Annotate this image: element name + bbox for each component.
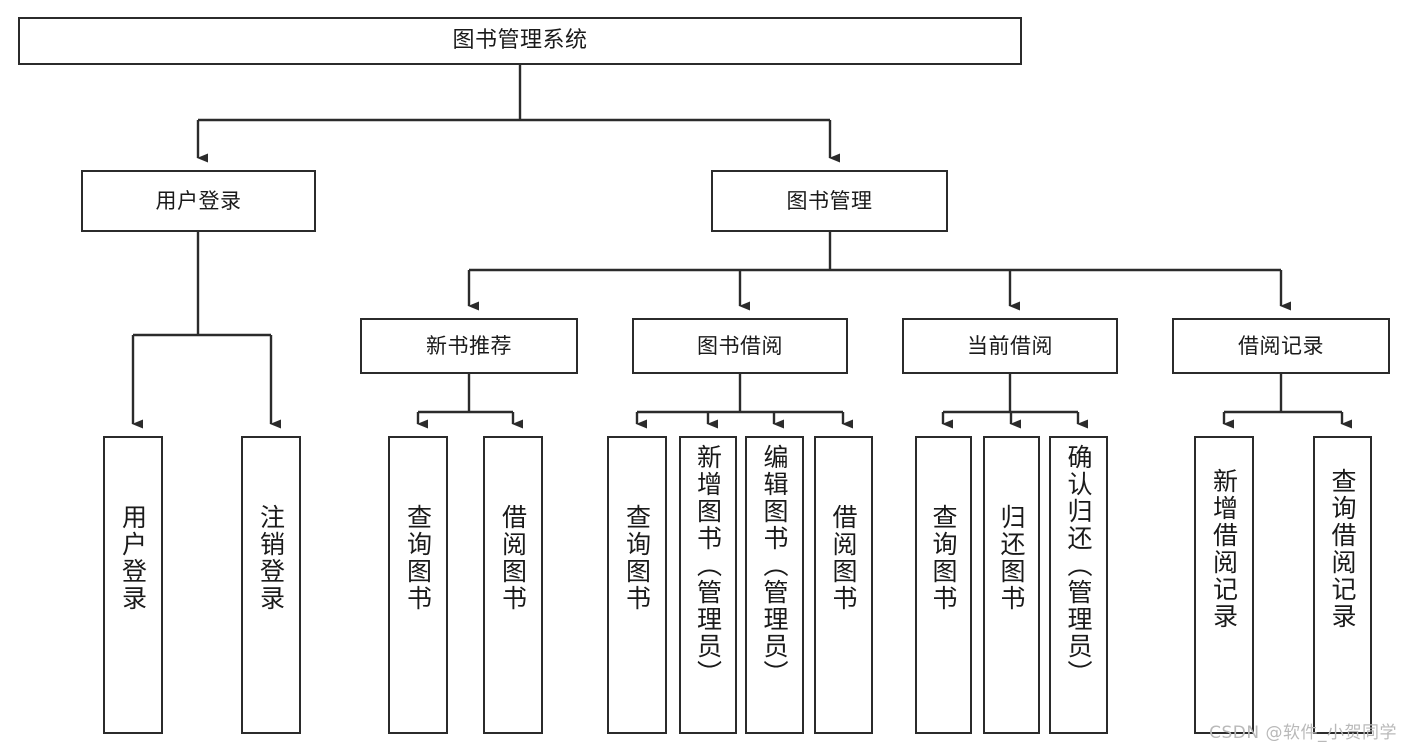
node-borrow-record-label: 借阅记录 <box>1238 333 1324 358</box>
watermark: CSDN @软件_小贺同学 <box>1209 723 1397 743</box>
node-book-management-label: 图书管理 <box>786 188 873 213</box>
node-book-borrow-label: 图书借阅 <box>697 333 783 358</box>
leaf-borrow-record-add[interactable]: 新增借阅记录 <box>1194 436 1254 734</box>
leaf-borrow-record-add-label: 新增借阅记录 <box>1209 468 1239 630</box>
leaf-book-borrow-query-label: 查询图书 <box>622 504 652 612</box>
leaf-current-borrow-confirm-label: 确认归还（管理员） <box>1064 444 1093 687</box>
node-root[interactable]: 图书管理系统 <box>18 17 1022 65</box>
leaf-current-borrow-confirm[interactable]: 确认归还（管理员） <box>1049 436 1108 734</box>
leaf-book-borrow-edit[interactable]: 编辑图书（管理员） <box>745 436 804 734</box>
node-current-borrow-label: 当前借阅 <box>967 333 1053 358</box>
leaf-book-borrow-add[interactable]: 新增图书（管理员） <box>679 436 737 734</box>
node-new-book-recommend[interactable]: 新书推荐 <box>360 318 578 374</box>
leaf-user-login-signin-label: 用户登录 <box>118 504 148 612</box>
leaf-user-login-signout[interactable]: 注销登录 <box>241 436 301 734</box>
leaf-book-borrow-borrow-label: 借阅图书 <box>829 504 858 612</box>
node-current-borrow[interactable]: 当前借阅 <box>902 318 1118 374</box>
leaf-current-borrow-return-label: 归还图书 <box>997 504 1026 612</box>
node-new-book-recommend-label: 新书推荐 <box>426 333 512 358</box>
leaf-user-login-signout-label: 注销登录 <box>256 504 286 612</box>
leaf-current-borrow-return[interactable]: 归还图书 <box>983 436 1040 734</box>
node-borrow-record[interactable]: 借阅记录 <box>1172 318 1390 374</box>
leaf-book-borrow-query[interactable]: 查询图书 <box>607 436 667 734</box>
node-book-borrow[interactable]: 图书借阅 <box>632 318 848 374</box>
leaf-new-book-query[interactable]: 查询图书 <box>388 436 448 734</box>
leaf-current-borrow-query-label: 查询图书 <box>929 504 958 612</box>
leaf-book-borrow-edit-label: 编辑图书（管理员） <box>760 444 789 687</box>
leaf-borrow-record-query-label: 查询借阅记录 <box>1328 468 1357 630</box>
leaf-book-borrow-borrow[interactable]: 借阅图书 <box>814 436 873 734</box>
leaf-book-borrow-add-label: 新增图书（管理员） <box>693 444 723 687</box>
node-book-management[interactable]: 图书管理 <box>711 170 948 232</box>
node-user-login-label: 用户登录 <box>155 188 242 213</box>
leaf-current-borrow-query[interactable]: 查询图书 <box>915 436 972 734</box>
leaf-user-login-signin[interactable]: 用户登录 <box>103 436 163 734</box>
leaf-new-book-borrow-label: 借阅图书 <box>498 504 528 612</box>
node-user-login[interactable]: 用户登录 <box>81 170 316 232</box>
leaf-borrow-record-query[interactable]: 查询借阅记录 <box>1313 436 1372 734</box>
leaf-new-book-borrow[interactable]: 借阅图书 <box>483 436 543 734</box>
leaf-new-book-query-label: 查询图书 <box>403 504 433 612</box>
node-root-label: 图书管理系统 <box>452 28 588 54</box>
